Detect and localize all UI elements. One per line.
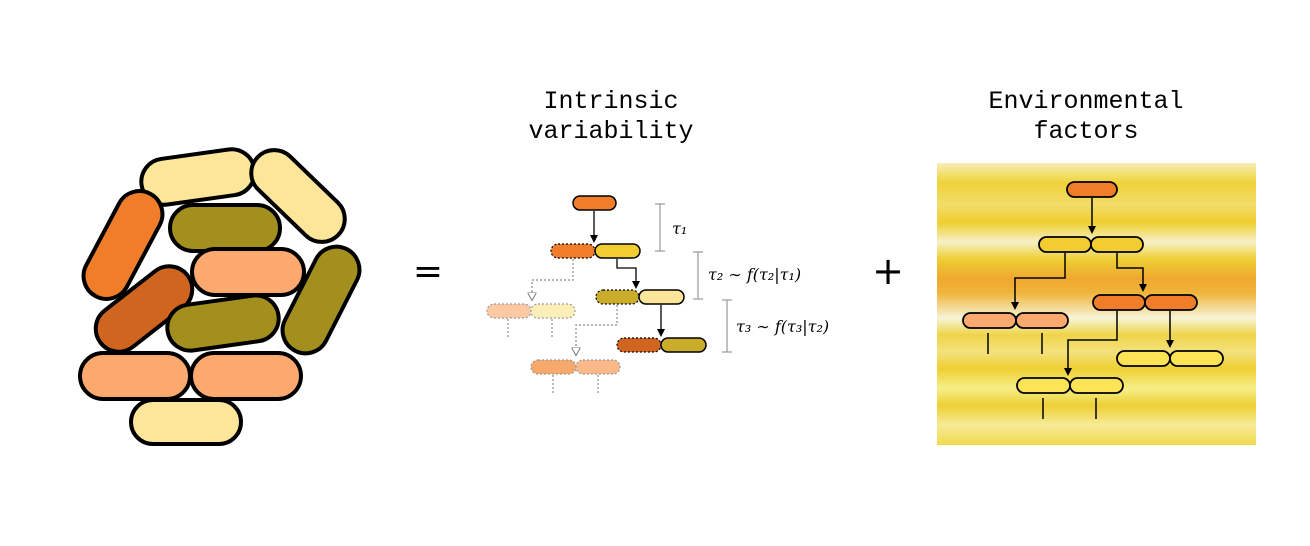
colony-cell [165,293,281,353]
colony-cell [190,247,306,297]
lineage-cell [1016,377,1071,394]
lineage-cell [572,195,617,211]
lineage-arrow [576,305,618,352]
environment-title-line2: factors [1033,117,1138,146]
lineage-cell [616,337,662,353]
interval-bracket-tau2 [693,251,703,300]
lineage-cell [660,337,707,353]
environment-lineage-tree [962,181,1224,419]
lineage-arrow [1116,253,1147,292]
lineage-cell [550,243,596,259]
lineage-cell [1069,377,1124,394]
tau1-label: τ₁ [672,219,687,238]
equals-sign: = [413,251,443,292]
colony-cell [81,189,165,301]
lineage-cell [1092,294,1146,311]
lineage-cell [594,243,641,259]
lineage-arrow [1011,253,1066,310]
colony-cell [189,351,303,401]
colony-cell [93,264,195,354]
lineage-cell [1144,294,1198,311]
lineage-cell [1066,181,1118,198]
interval-bracket-tau1 [655,203,665,252]
lineage-cell [530,359,577,375]
lineage-arrow [532,259,574,297]
colony-cell [129,398,243,446]
lineage-cell [595,289,640,305]
colony-cell [280,244,362,356]
colony-cell [168,203,282,253]
tau2-label: τ₂ ∼ f(τ₂|τ₁) [708,265,801,284]
intrinsic-title-line2: variability [528,117,693,146]
intrinsic-lineage-tree: τ₁ τ₂ ∼ f(τ₂|τ₁) τ₃ ∼ f(τ₃|τ₂) [486,195,829,395]
tau3-label: τ₃ ∼ f(τ₃|τ₂) [736,317,829,336]
lineage-cell [575,359,621,375]
interval-bracket-tau3 [722,299,732,353]
lineage-cell [530,303,576,319]
lineage-arrow [1064,311,1118,376]
colony-cell [249,148,347,244]
lineage-cell [1038,236,1092,253]
plus-sign: + [872,249,904,293]
intrinsic-title-line1: Intrinsic [543,87,678,116]
lineage-cell [638,289,685,305]
bacterial-colony [78,147,362,446]
lineage-cell [1116,350,1171,367]
lineage-cell [1090,236,1144,253]
lineage-cell [486,303,532,319]
lineage-cell [1015,312,1069,329]
lineage-cell [962,312,1017,329]
lineage-arrow [616,259,640,289]
lineage-cell [1169,350,1224,367]
environment-title-line1: Environmental [988,87,1183,116]
colony-cell [78,351,192,401]
